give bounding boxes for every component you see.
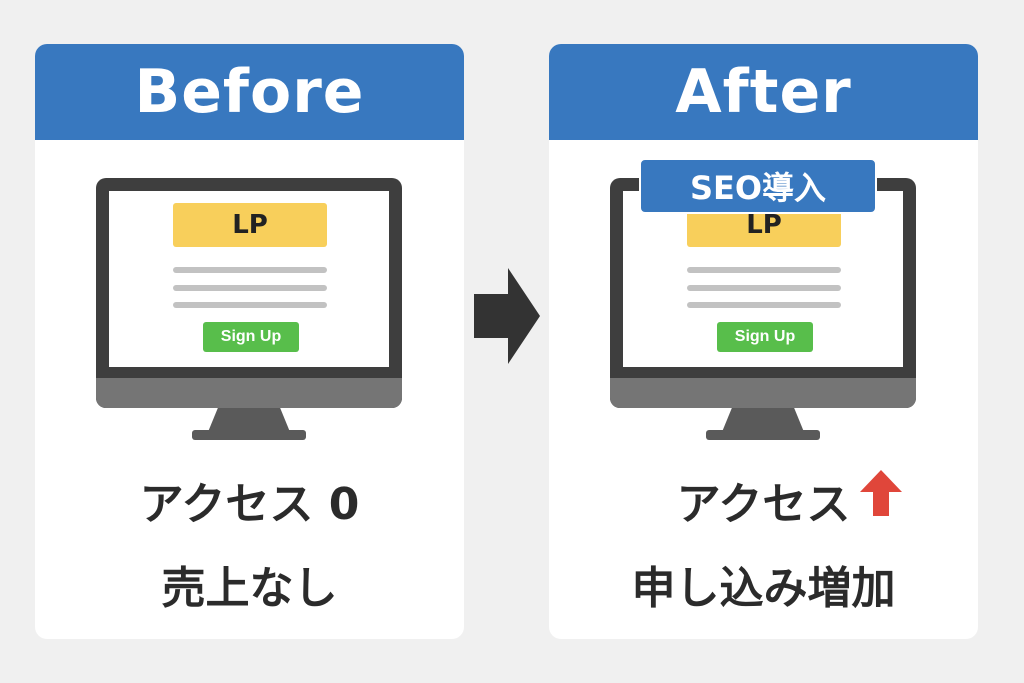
monitor-chin: [96, 378, 402, 408]
signup-button: Sign Up: [203, 322, 299, 352]
after-caption-signups: 申し込み増加: [631, 563, 896, 614]
monitor-base: [706, 430, 820, 440]
before-header: Before: [35, 44, 464, 140]
text-line: [687, 267, 841, 273]
text-line: [173, 285, 327, 291]
seo-badge: SEO導入: [639, 158, 877, 214]
before-caption-sales: 売上なし: [161, 563, 338, 614]
after-card: After LP Sign Up SEO導入 アクセス 申し込み増加: [549, 44, 978, 639]
text-line: [173, 267, 327, 273]
after-header: After: [549, 44, 978, 140]
before-caption-access: アクセス 0: [139, 479, 360, 530]
monitor-chin: [610, 378, 916, 408]
monitor-neck: [208, 408, 290, 432]
after-monitor-icon: LP Sign Up: [610, 178, 916, 442]
text-line: [173, 302, 327, 308]
text-line: [687, 302, 841, 308]
before-card: Before LP Sign Up アクセス 0 売上なし: [35, 44, 464, 639]
monitor-base: [192, 430, 306, 440]
arrow-right-icon: [474, 268, 540, 364]
text-line: [687, 285, 841, 291]
signup-button: Sign Up: [717, 322, 813, 352]
lp-label: LP: [173, 203, 327, 247]
after-caption-access: アクセス: [676, 479, 851, 530]
monitor-screen: LP Sign Up: [623, 191, 903, 367]
arrow-up-icon: [860, 470, 902, 516]
monitor-neck: [722, 408, 804, 432]
monitor-screen: LP Sign Up: [109, 191, 389, 367]
before-monitor-icon: LP Sign Up: [96, 178, 402, 442]
